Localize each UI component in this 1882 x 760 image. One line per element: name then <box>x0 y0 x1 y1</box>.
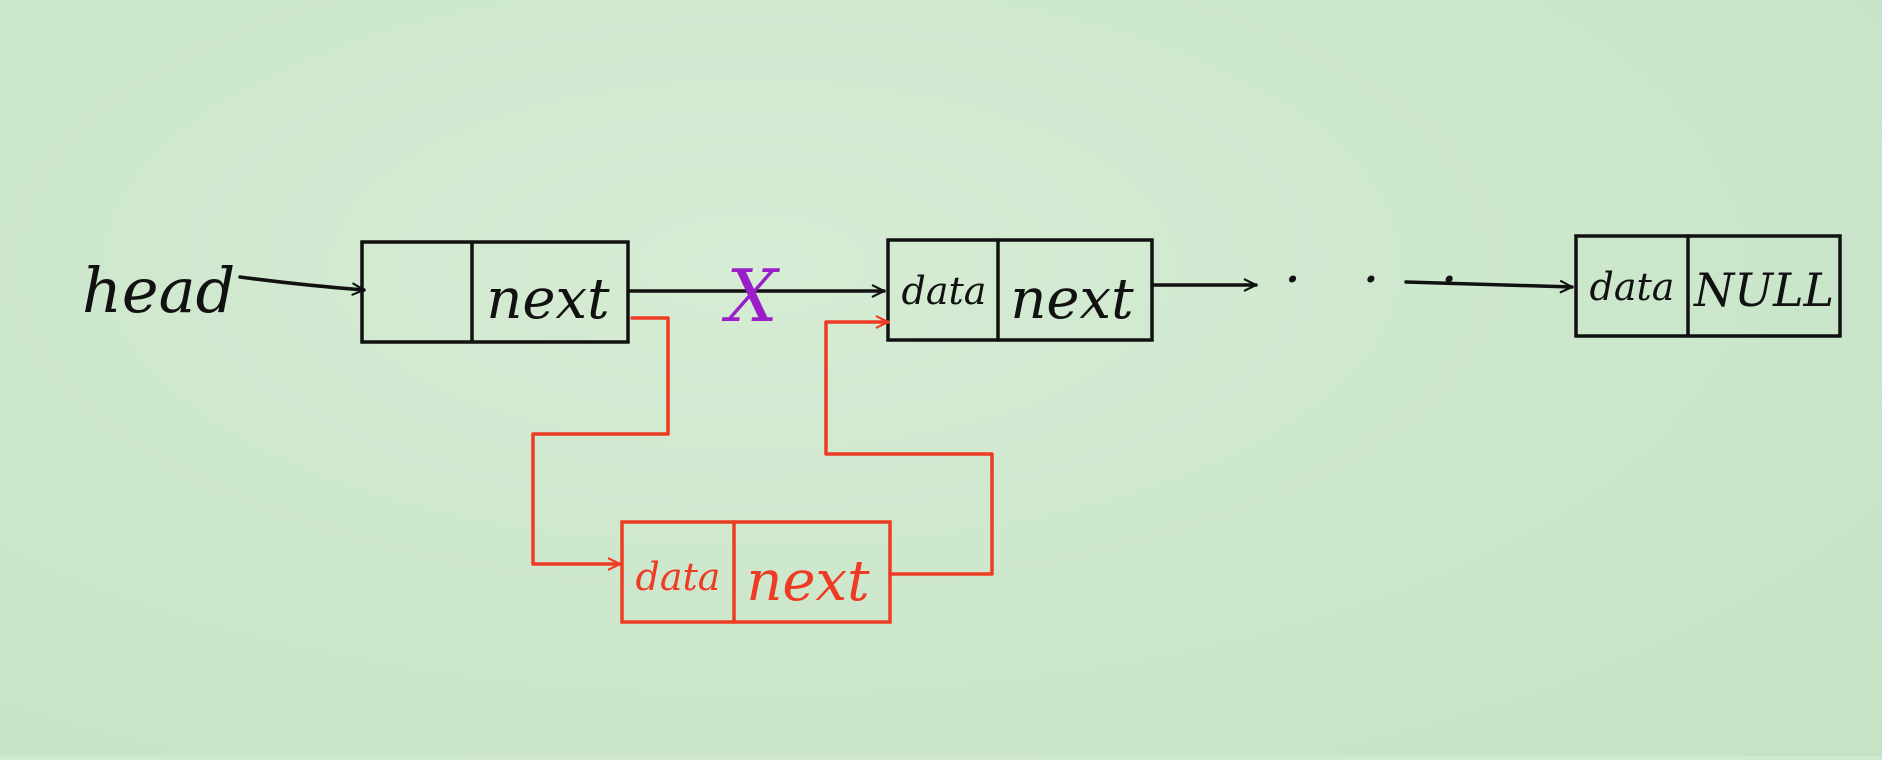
head-label: head <box>82 254 235 327</box>
ellipsis-arrow <box>1404 280 1574 294</box>
node-2-next: next <box>1010 267 1134 332</box>
ellipsis: · · · <box>1284 248 1480 311</box>
head-node: next <box>360 240 630 344</box>
node-2-data: data <box>902 269 987 313</box>
inserted-node-next: next <box>746 549 870 614</box>
inserted-node-data: data <box>636 555 721 599</box>
inserted-node: data next <box>620 520 892 624</box>
inserted-next-to-node-2-arrow <box>824 315 994 576</box>
head-pointer-arrow <box>238 275 366 296</box>
tail-node-data: data <box>1590 265 1675 309</box>
tail-node-box <box>1574 234 1842 338</box>
node-2-box <box>886 238 1154 342</box>
inserted-node-box <box>620 520 892 624</box>
tail-node: data NULL <box>1574 234 1842 338</box>
new-link-to-inserted-arrow <box>531 316 670 571</box>
tail-node-null: NULL <box>1693 263 1834 317</box>
cut-mark: X <box>721 254 780 338</box>
head-node-next: next <box>486 267 610 332</box>
node-2: data next <box>886 238 1154 342</box>
